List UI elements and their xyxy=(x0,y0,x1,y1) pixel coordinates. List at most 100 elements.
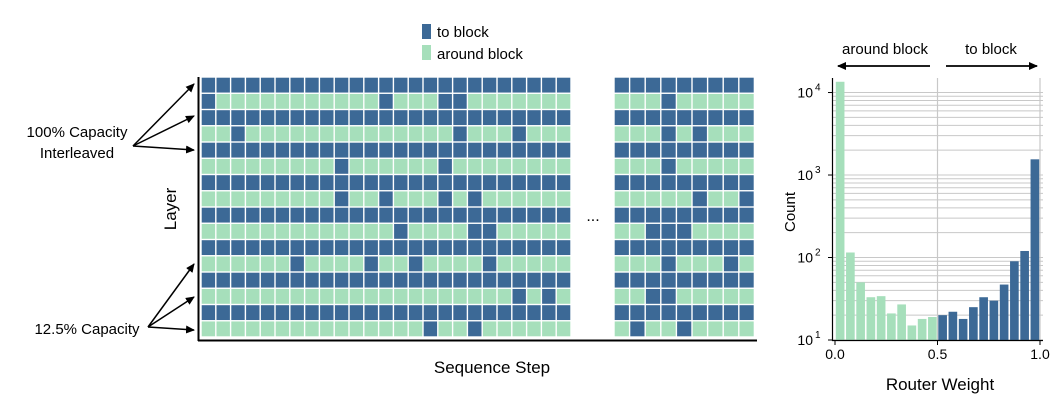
cell-around-block xyxy=(320,93,334,109)
cell-to-block xyxy=(453,207,467,223)
cell-around-block xyxy=(527,126,541,142)
cell-to-block xyxy=(379,191,393,207)
cell-to-block xyxy=(438,158,452,174)
cell-around-block xyxy=(201,256,216,272)
cell-to-block xyxy=(260,175,275,191)
cell-to-block xyxy=(216,142,230,158)
bar-to-block xyxy=(948,311,958,340)
cell-to-block xyxy=(497,240,512,256)
bar-around-block xyxy=(887,313,896,340)
cell-to-block xyxy=(320,305,334,321)
cell-around-block xyxy=(645,126,661,142)
cell-to-block xyxy=(614,175,629,191)
cell-around-block xyxy=(542,158,556,174)
cell-around-block xyxy=(379,288,393,304)
cell-around-block xyxy=(260,158,275,174)
cell-around-block xyxy=(320,126,334,142)
cell-to-block xyxy=(645,305,661,321)
cell-to-block xyxy=(260,77,275,93)
cell-to-block xyxy=(482,142,497,158)
cell-to-block xyxy=(692,126,707,142)
cell-to-block xyxy=(497,207,512,223)
cell-around-block xyxy=(349,256,364,272)
cell-around-block xyxy=(556,256,571,272)
cell-to-block xyxy=(723,240,739,256)
cell-to-block xyxy=(542,110,556,126)
cell-to-block xyxy=(468,321,482,337)
cell-around-block xyxy=(216,321,230,337)
cell-to-block xyxy=(645,272,661,288)
cell-to-block xyxy=(379,142,393,158)
cell-around-block xyxy=(497,223,512,239)
annotation-100-capacity-line2: Interleaved xyxy=(40,145,114,162)
cell-around-block xyxy=(349,191,364,207)
cell-to-block xyxy=(438,77,452,93)
cell-to-block xyxy=(260,207,275,223)
cell-to-block xyxy=(708,142,723,158)
cell-to-block xyxy=(661,240,676,256)
cell-around-block xyxy=(708,223,723,239)
cell-to-block xyxy=(661,288,676,304)
cell-around-block xyxy=(692,223,707,239)
cell-to-block xyxy=(408,110,423,126)
cell-around-block xyxy=(438,321,452,337)
cell-around-block xyxy=(614,158,629,174)
cell-to-block xyxy=(661,175,676,191)
cell-around-block xyxy=(364,126,378,142)
cell-around-block xyxy=(614,256,629,272)
cell-to-block xyxy=(364,256,378,272)
cell-to-block xyxy=(364,240,378,256)
cell-around-block xyxy=(394,126,408,142)
cell-around-block xyxy=(201,126,216,142)
cell-to-block xyxy=(201,175,216,191)
x-tick-label: 0.0 xyxy=(825,346,845,362)
cell-to-block xyxy=(231,240,245,256)
cell-around-block xyxy=(708,191,723,207)
cell-to-block xyxy=(423,272,438,288)
cell-around-block xyxy=(645,93,661,109)
cell-around-block xyxy=(349,288,364,304)
cell-to-block xyxy=(497,110,512,126)
cell-around-block xyxy=(645,191,661,207)
histogram-direction-arrows: around block to block xyxy=(837,41,1038,70)
cell-around-block xyxy=(231,223,245,239)
cell-to-block xyxy=(364,142,378,158)
cell-to-block xyxy=(201,77,216,93)
cell-around-block xyxy=(542,93,556,109)
cell-around-block xyxy=(290,126,304,142)
cell-to-block xyxy=(512,142,526,158)
cell-around-block xyxy=(305,321,319,337)
cell-to-block xyxy=(723,272,739,288)
cell-around-block xyxy=(527,256,541,272)
cell-to-block xyxy=(468,272,482,288)
cell-around-block xyxy=(260,223,275,239)
cell-to-block xyxy=(320,110,334,126)
cell-to-block xyxy=(661,142,676,158)
cell-around-block xyxy=(556,223,571,239)
cell-around-block xyxy=(201,158,216,174)
cell-to-block xyxy=(320,77,334,93)
cell-to-block xyxy=(438,175,452,191)
cell-to-block xyxy=(512,305,526,321)
cell-around-block xyxy=(379,321,393,337)
cell-to-block xyxy=(645,110,661,126)
cell-around-block xyxy=(394,321,408,337)
cell-around-block xyxy=(423,93,438,109)
bar-around-block xyxy=(907,325,917,340)
cell-around-block xyxy=(364,288,378,304)
cell-around-block xyxy=(201,288,216,304)
cell-to-block xyxy=(512,207,526,223)
cell-to-block xyxy=(305,240,319,256)
cell-to-block xyxy=(275,240,290,256)
cell-to-block xyxy=(364,175,378,191)
cell-to-block xyxy=(645,175,661,191)
cell-to-block xyxy=(334,110,349,126)
cell-to-block xyxy=(260,272,275,288)
y-tick-label: 10 xyxy=(797,332,813,348)
cell-around-block xyxy=(260,126,275,142)
cell-around-block xyxy=(379,158,393,174)
cell-to-block xyxy=(708,305,723,321)
cell-to-block xyxy=(305,175,319,191)
cell-to-block xyxy=(231,126,245,142)
